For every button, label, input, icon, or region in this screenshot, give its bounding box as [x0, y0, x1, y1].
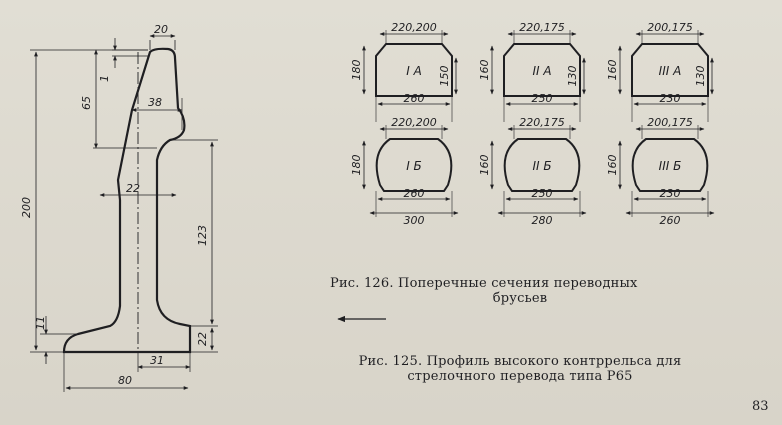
dim-total-height: 200 — [20, 197, 33, 218]
figure-126-caption-line1: Рис. 126. Поперечные сечения переводных — [330, 276, 638, 291]
section-left-dim: 160 — [606, 155, 619, 176]
dim-web-height: 123 — [196, 225, 209, 246]
section-4 — [362, 125, 459, 217]
dim-base-width: 80 — [118, 374, 132, 387]
section-6 — [618, 125, 715, 217]
section-bottom-dim: 230 — [660, 92, 681, 105]
section-left-dim: 160 — [478, 155, 491, 176]
dim-head-lip: 1 — [98, 75, 111, 82]
section-bottom-dim: 230 — [660, 187, 681, 200]
page-number: 83 — [752, 399, 769, 414]
section-bottom2-dim: 280 — [532, 214, 553, 227]
dim-base-offset: 31 — [150, 354, 164, 367]
rail-outline — [62, 47, 192, 354]
section-left-dim: 160 — [606, 60, 619, 81]
section-label: III А — [659, 64, 682, 78]
section-left-dim: 160 — [478, 60, 491, 81]
dim-head-width: 38 — [148, 96, 162, 109]
dim-base-thickness: 11 — [34, 316, 47, 330]
section-label: I А — [406, 64, 422, 78]
section-right-dim: 130 — [694, 66, 707, 87]
section-top-dim: 220,175 — [519, 116, 565, 129]
section-left-dim: 180 — [350, 60, 363, 81]
section-label: II А — [532, 64, 551, 78]
section-top-dim: 200,175 — [647, 116, 693, 129]
section-5 — [490, 125, 587, 217]
section-top-dim: 220,175 — [519, 21, 565, 34]
section-bottom2-dim: 260 — [660, 214, 681, 227]
section-bottom-dim: 260 — [404, 187, 425, 200]
section-3 — [618, 30, 714, 122]
rail-profile-labels: 20 1 65 38 22 200 123 11 22 31 80 — [20, 23, 209, 387]
section-top-dim: 220,200 — [391, 21, 437, 34]
rail-profile-drawing — [30, 34, 218, 392]
section-label: I Б — [406, 159, 422, 173]
dim-web-width: 22 — [126, 182, 140, 195]
section-bottom-dim: 250 — [532, 187, 553, 200]
dim-base-edge: 22 — [196, 332, 209, 346]
section-bottom2-dim: 300 — [404, 214, 425, 227]
section-right-dim: 130 — [566, 66, 579, 87]
figure-125-caption-line1: Рис. 125. Профиль высокого контррельса д… — [358, 354, 682, 369]
section-outline — [503, 138, 581, 192]
section-bottom-dim: 250 — [532, 92, 553, 105]
section-1 — [362, 30, 458, 122]
figure-125-caption-line2: стрелочного перевода типа Р65 — [407, 369, 633, 384]
section-label: II Б — [532, 159, 551, 173]
figure-125-caption: Рис. 125. Профиль высокого контррельса д… — [330, 354, 710, 384]
cross-sections-drawing: 220,200 260 180 150 I А 220,175 250 160 130 II А 2… — [350, 21, 715, 227]
section-left-dim: 180 — [350, 155, 363, 176]
section-2 — [490, 30, 586, 122]
section-right-dim: 150 — [438, 66, 451, 87]
section-bottom-dim: 260 — [404, 92, 425, 105]
figure-126-caption-line2: брусьев — [492, 291, 548, 306]
dim-head-height: 65 — [80, 96, 93, 110]
section-top-dim: 220,200 — [391, 116, 437, 129]
figure-126-caption: Рис. 126. Поперечные сечения переводных … — [330, 276, 710, 306]
section-outline — [631, 138, 709, 192]
section-label: III Б — [659, 159, 682, 173]
section-top-dim: 200,175 — [647, 21, 693, 34]
section-outline — [375, 138, 453, 192]
dim-top-width: 20 — [154, 23, 168, 36]
